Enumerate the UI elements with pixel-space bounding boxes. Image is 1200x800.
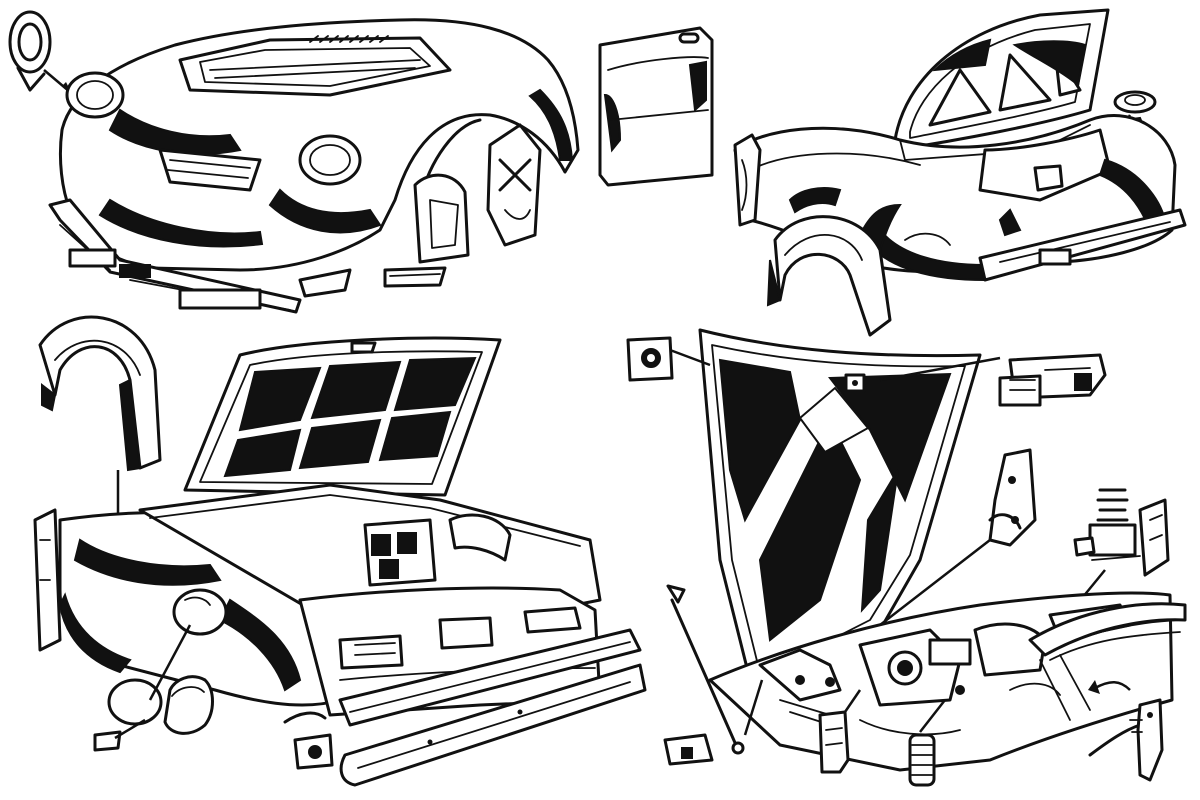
- inner-wheel-arch: [766, 215, 892, 337]
- boot-lid-open: [183, 336, 502, 497]
- cable-release: [1088, 698, 1164, 782]
- front-body-shell: [8, 10, 714, 314]
- rubber-stop: [908, 733, 936, 787]
- spring-damper: [1073, 488, 1170, 577]
- boot-lid: [893, 8, 1110, 152]
- headlamp-ring: [8, 10, 52, 92]
- hinge-bracket: [988, 448, 1037, 547]
- rear-end-open-boot: [33, 315, 647, 787]
- door-skin: [598, 26, 714, 187]
- bonnet: [698, 328, 982, 682]
- latch-pin: [818, 710, 850, 774]
- bracket-small: [298, 268, 352, 298]
- seal-strip: [383, 266, 447, 288]
- bumper-valance: [48, 198, 302, 314]
- bonnet-vents: [309, 35, 389, 43]
- headlamp-left: [65, 71, 125, 119]
- hinge-left: [626, 336, 674, 382]
- lamp-units: [93, 588, 228, 752]
- front-clip: [58, 18, 580, 272]
- rear-bumper-top: [978, 208, 1187, 282]
- latch-top-right: [998, 353, 1107, 407]
- rear-body-shell: [733, 8, 1187, 337]
- inner-wing-panels: [413, 123, 542, 264]
- bonnet-and-engine-bay: [626, 328, 1187, 787]
- stay-rod: [666, 584, 745, 755]
- headlamp-right: [298, 134, 362, 186]
- rear-bumper: [338, 628, 647, 787]
- wheel-arch-liners: [38, 315, 162, 472]
